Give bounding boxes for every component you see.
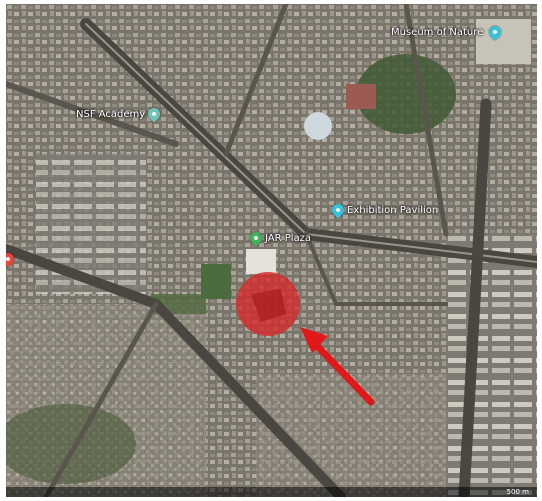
poi-left-edge[interactable] [6,250,17,269]
residential-blocks-east [446,234,537,497]
poi-pavilion[interactable]: Exhibition Pavilion [329,201,439,219]
park-north [356,54,456,134]
red-roof-building [346,84,376,109]
poi-plaza-label: JAR Plaza [265,232,312,244]
highlight-texture [251,289,286,322]
plaza-roof [246,249,276,274]
stadium-field [201,264,231,299]
road-inner-loop [304,232,448,306]
map-pin-icon [247,229,265,247]
map-imagery [6,4,537,497]
map-attribution-bar: 500 m [6,487,537,497]
road-south-branch [43,301,159,497]
residential-blocks-west [36,154,146,294]
map-pin-icon [145,105,163,123]
poi-academy-label: NSF Academy [76,108,146,120]
map-pin-icon [329,201,347,219]
poi-museum-label: Museum of Nature [391,26,484,38]
road-northwest [6,81,179,147]
map-pin-icon [486,23,504,41]
poi-plaza[interactable]: JAR Plaza [247,229,312,247]
satellite-map[interactable]: Museum of Nature NSF Academy Exhibition … [6,4,537,497]
park-southwest [6,404,136,484]
poi-museum[interactable]: Museum of Nature [391,23,504,41]
poi-academy[interactable]: NSF Academy [76,105,163,123]
road-east-upper [403,4,449,237]
road-vertical-east [458,98,492,497]
poi-pavilion-label: Exhibition Pavilion [347,204,439,216]
scale-label: 500 m [506,488,529,496]
road-north-diag [223,4,289,157]
dome-building [304,112,332,140]
white-complex [476,19,531,64]
road-network [6,4,537,497]
pointer-arrow [300,327,375,406]
